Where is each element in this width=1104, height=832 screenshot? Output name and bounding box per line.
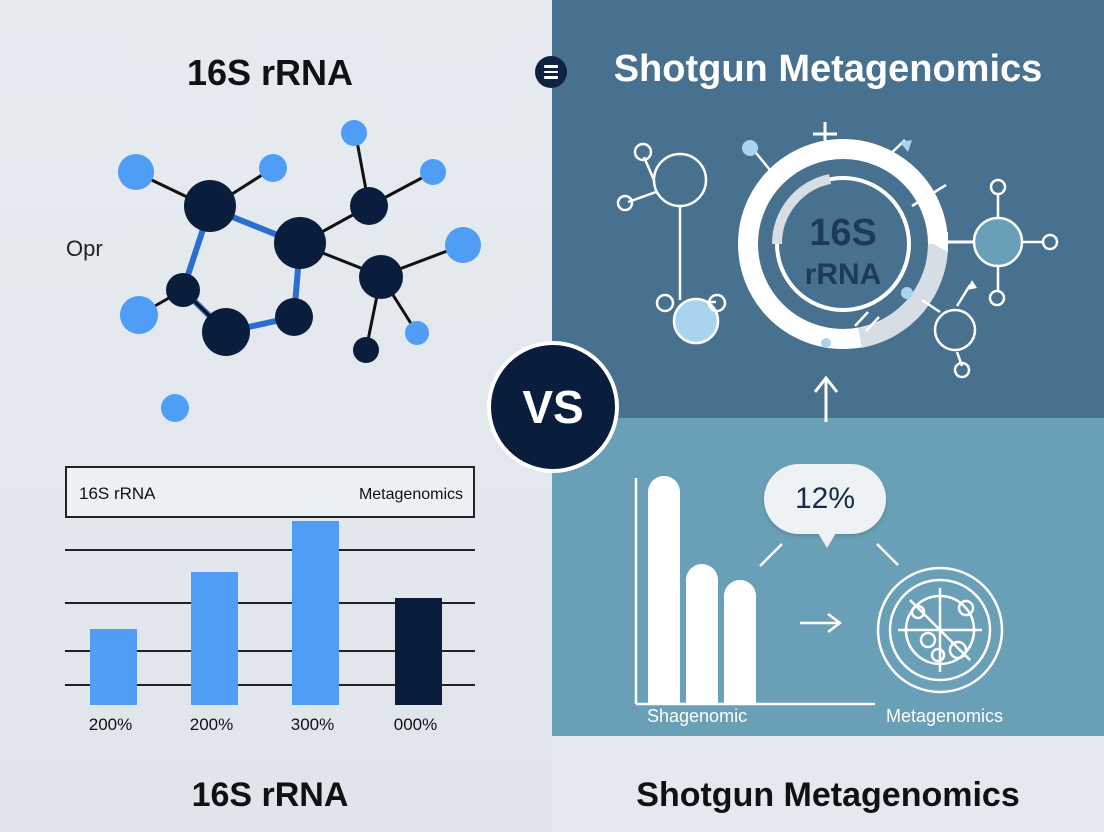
shagenomic-label: Shagenomic (647, 706, 748, 726)
metagenomics-label: Metagenomics (886, 706, 1004, 726)
gridline (65, 549, 475, 551)
network-illustration: 16S rRNA (616, 122, 1059, 422)
chart-bar (90, 628, 137, 705)
vs-badge: VS (487, 341, 619, 473)
right-title: Shotgun Metagenomics (613, 48, 1043, 90)
molecule-illustration (118, 120, 481, 422)
right-bottom-panel (552, 736, 1104, 832)
chart-legend: 16S rRNA Metagenomics (65, 466, 475, 518)
bottom-left-title: 16S rRNA (191, 776, 349, 814)
bar-category-label: 000% (393, 715, 438, 734)
right-top-panel (552, 0, 1104, 418)
gridline (65, 650, 475, 652)
bubble-tail (815, 528, 839, 548)
bar-category-label: 300% (290, 715, 335, 734)
ring-label-line1: 16S (809, 212, 877, 254)
gridline (65, 684, 475, 686)
chart-bar (395, 597, 442, 705)
ring-label-line2: rRNA (805, 258, 882, 291)
percentage-bubble: 12% (764, 464, 886, 534)
bottom-right-title: Shotgun Metagenomics (636, 776, 1020, 814)
bar-category-label: 200% (189, 715, 234, 734)
legend-label-metagenomics: Metagenomics (358, 486, 463, 503)
menu-icon[interactable] (535, 56, 567, 88)
left-title: 16S rRNA (186, 52, 354, 93)
chart-bar (292, 521, 339, 705)
chart-bar (191, 572, 238, 705)
bar-category-label: 200% (88, 715, 133, 734)
molecule-label: Opr (66, 236, 103, 261)
legend-label-16s: 16S rRNA (79, 484, 156, 503)
gridline (65, 602, 475, 604)
